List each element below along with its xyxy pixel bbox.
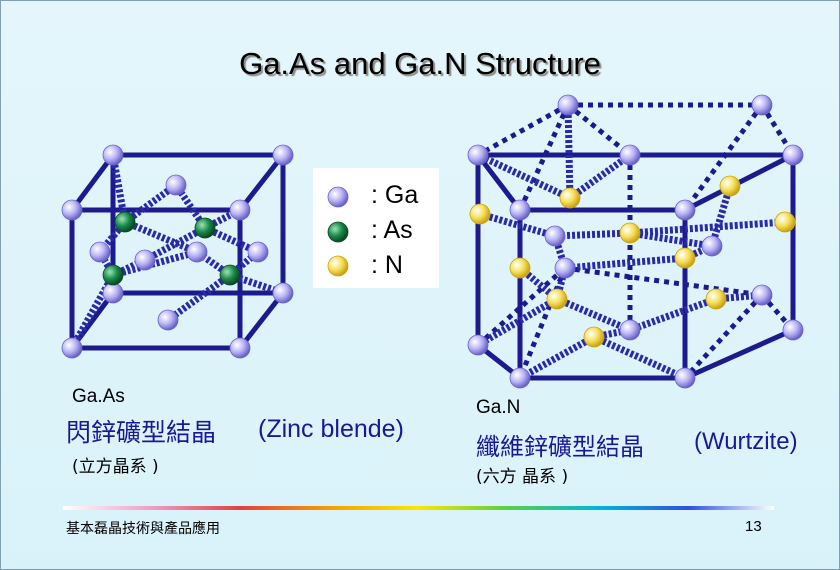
ga-atom <box>467 144 489 166</box>
footer-text: 基本磊晶技術與產品應用 <box>66 521 220 537</box>
n-atom <box>546 288 568 310</box>
gan-chinese-name: 纖維鋅礦型結晶 <box>476 433 644 461</box>
n-atom <box>469 203 491 225</box>
ga-atom <box>157 309 179 331</box>
gaas-english-name: (Zinc blende) <box>258 415 404 443</box>
ga-atom <box>102 144 124 166</box>
wurtzite-solid-edges <box>475 152 796 381</box>
n-atom <box>509 257 531 279</box>
gaas-chinese-name: 閃鋅礦型結晶 <box>66 418 217 447</box>
gan-english-name: (Wurtzite) <box>694 428 798 455</box>
ga-atom <box>782 144 804 166</box>
n-atom <box>719 175 741 197</box>
ga-atom <box>165 174 187 196</box>
ga-atom <box>61 199 83 221</box>
wurtzite-dashed-edges <box>476 102 796 380</box>
n-atom <box>619 222 641 244</box>
slide-title: Ga.As and Ga.N Structure <box>239 46 601 81</box>
ga-atom <box>229 337 251 359</box>
ga-atom <box>782 319 804 341</box>
zinc-blende-as-atoms <box>102 211 241 286</box>
zinc-blende-ga-atoms <box>61 144 294 359</box>
ga-atom <box>751 94 773 116</box>
ga-atom <box>544 225 566 247</box>
legend-as-swatch <box>327 221 349 243</box>
ga-atom <box>701 235 723 257</box>
ga-atom <box>272 282 294 304</box>
n-atom <box>583 326 605 348</box>
n-atom <box>705 288 727 310</box>
ga-atom <box>509 199 531 221</box>
legend-label-as: : As <box>371 216 413 244</box>
gaas-label: Ga.As <box>72 386 125 407</box>
as-atom <box>102 264 124 286</box>
ga-atom <box>674 199 696 221</box>
ga-atom <box>247 241 269 263</box>
as-atom <box>114 211 136 233</box>
page-number: 13 <box>745 518 762 535</box>
ga-atom <box>102 282 124 304</box>
wurtzite-cell <box>467 94 804 389</box>
rainbow-divider <box>63 506 774 510</box>
ga-atom <box>554 257 576 279</box>
ga-atom <box>229 199 251 221</box>
ga-atom <box>61 337 83 359</box>
as-atom <box>219 264 241 286</box>
wurtzite-ga-atoms <box>467 94 804 389</box>
as-atom <box>194 217 216 239</box>
ga-atom <box>272 144 294 166</box>
n-atom <box>774 211 796 233</box>
ga-atom <box>619 319 641 341</box>
ga-atom <box>186 241 208 263</box>
legend-ga-swatch <box>327 186 349 208</box>
ga-atom <box>89 241 111 263</box>
legend: : Ga : As : N <box>313 168 439 288</box>
ga-atom <box>134 249 156 271</box>
ga-atom <box>674 367 696 389</box>
ga-atom <box>509 367 531 389</box>
n-atom <box>559 187 581 209</box>
legend-label-n: : N <box>371 251 403 279</box>
legend-label-ga: : Ga <box>371 181 419 209</box>
gaas-crystal-system: (立方晶系 ) <box>72 457 159 477</box>
wurtzite-n-atoms <box>469 175 796 348</box>
legend-n-swatch <box>327 255 349 277</box>
n-atom <box>674 247 696 269</box>
ga-atom <box>619 144 641 166</box>
ga-atom <box>467 334 489 356</box>
ga-atom <box>557 94 579 116</box>
gan-crystal-system: (六方 晶系 ) <box>476 467 569 487</box>
ga-atom <box>751 284 773 306</box>
zinc-blende-cube <box>61 144 294 359</box>
legend-swatches <box>327 186 349 277</box>
gan-label: Ga.N <box>476 397 521 418</box>
